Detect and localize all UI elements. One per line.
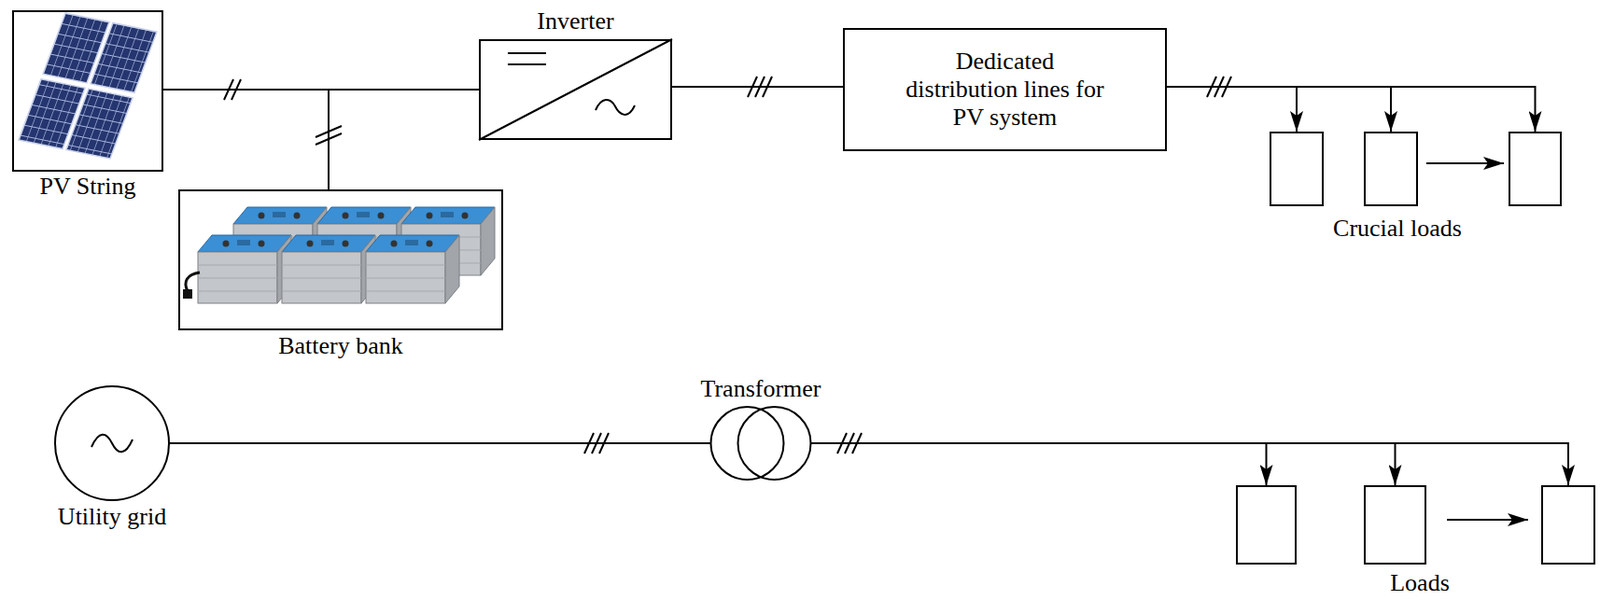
loads-outline [1264,131,1569,207]
node-label: Transformer [700,375,821,404]
load-box [1509,132,1561,206]
node-label: Inverter [536,7,614,36]
label-holder: Transformer [700,375,821,404]
battery-cell [281,235,376,304]
battery-cable [185,272,200,292]
ac-symbol [595,99,635,115]
load-drop-arrow [1389,86,1392,132]
load-box [1542,486,1595,564]
inverter-diagonal [478,39,673,141]
continuation-arrow [1446,519,1529,521]
battery-cell [365,235,460,304]
utility-grid-source: Utility grid [46,384,178,503]
node-label: Utility grid [57,503,167,532]
solar-panel-illustration [18,13,157,159]
node-label: Battery bank [278,332,404,361]
load-box [1270,132,1323,206]
label-holder: Utility grid [57,503,167,532]
battery-bank-box: Battery bank [178,189,504,331]
conductor-ticks [224,76,1232,454]
continuation-arrow [1426,162,1504,165]
connector-line [811,443,1570,486]
inverter-box: Inverter [478,39,673,141]
loads-outline [1232,485,1599,565]
inverter-symbol [478,39,673,141]
node-label: PV String [40,172,137,201]
node-label: Loads [1389,569,1450,598]
ac-symbol [91,435,133,453]
load-drop-arrow [1295,86,1298,132]
load-drop-arrow [1265,443,1268,486]
dc-symbol [507,53,547,65]
transformer-symbol: Transformer [690,405,831,482]
label-holder: PV String [40,172,137,201]
source-circle [55,386,169,501]
solar-panel [90,22,157,93]
load-box [1364,486,1426,564]
transformer-outline [690,405,831,482]
node-label: Crucial loads [1333,214,1462,243]
label-holder: Inverter [536,7,614,36]
connector-line [328,89,479,190]
label-holder: Loads [1389,569,1450,598]
battery-plug [182,289,193,299]
connector-line [672,85,843,88]
distribution-box: Dedicated distribution lines for PV syst… [842,28,1167,152]
label-holder: Battery bank [278,332,404,361]
connector-line [1166,86,1536,132]
battery-cell [197,235,292,304]
load-drop-arrow [1394,443,1397,486]
label-holder: Crucial loads [1333,214,1462,243]
circle-outline [46,384,178,503]
loads-group: Loads [1232,485,1599,565]
solar-panel [66,88,133,159]
connector-line [168,442,712,445]
crucial-loads-group: Crucial loads [1264,131,1569,207]
battery-illustration [182,207,495,304]
load-box [1236,486,1296,564]
load-box [1364,132,1418,206]
pv-string-box: PV String [12,10,164,172]
node-label: Dedicated distribution lines for PV syst… [900,47,1110,132]
transformer-winding [738,407,812,480]
